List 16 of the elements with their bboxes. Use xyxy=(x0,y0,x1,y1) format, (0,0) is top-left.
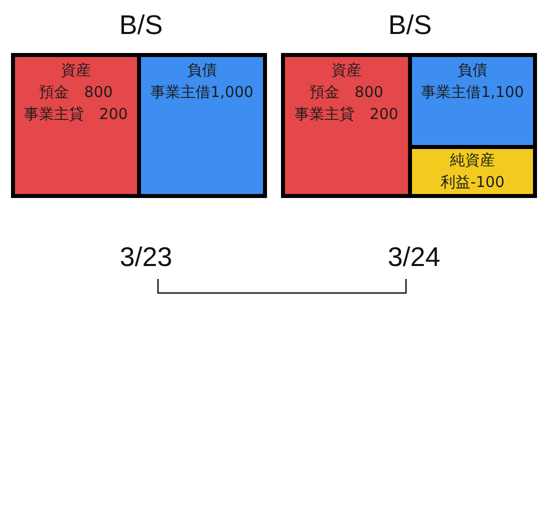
sheet-title: B/S xyxy=(119,10,163,40)
account-entry: 事業主貸 200 xyxy=(294,104,398,125)
section-heading: 負債 xyxy=(187,60,217,81)
date-label: 3/23 xyxy=(120,242,172,272)
account-entry: 事業主貸 200 xyxy=(24,104,128,125)
account-entry: 利益-100 xyxy=(440,172,505,193)
section-heading: 資産 xyxy=(61,60,91,81)
date-label: 3/24 xyxy=(388,242,440,272)
account-entry: 事業主借1,100 xyxy=(421,82,524,103)
section-heading: 資産 xyxy=(332,60,362,81)
section-heading: 純資産 xyxy=(450,150,495,171)
account-entry: 預金 800 xyxy=(39,82,113,103)
sheet-title: B/S xyxy=(388,10,432,40)
account-entry: 預金 800 xyxy=(310,82,384,103)
account-entry: 事業主借1,000 xyxy=(150,82,254,103)
section-heading: 負債 xyxy=(458,60,488,81)
